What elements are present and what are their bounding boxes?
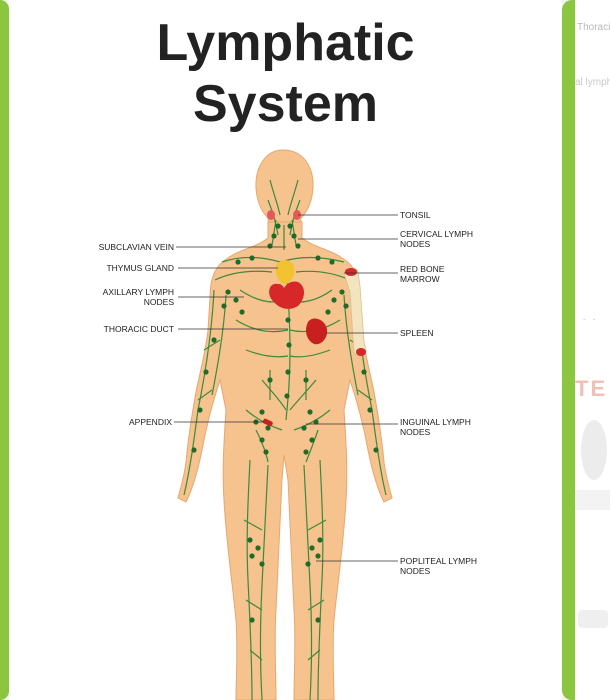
appendix [262,418,273,427]
label-inguinal-line1: INGUINAL LYMPH [400,417,471,427]
next-card-image [578,610,608,628]
heart [269,281,304,309]
bone-marrow-head-bottom [356,348,366,356]
label-inguinal-line2: NODES [400,427,431,437]
next-card-text: - - [583,314,598,324]
label-axillary-line1: AXILLARY LYMPH [103,287,174,297]
right-accent-strip [562,0,575,700]
thymus-gland [275,260,295,284]
label-tonsil: TONSIL [400,210,431,220]
bone-marrow-head-top [345,268,357,276]
next-card-text: al lymph [575,77,610,88]
lymph-nodes [191,223,379,623]
next-card-image [581,420,607,480]
label-spleen: SPLEEN [400,328,434,338]
label-cervical-line2: NODES [400,239,431,249]
right-labels: TONSIL CERVICAL LYMPH NODES RED BONE MAR… [400,210,477,576]
label-thymus-gland: THYMUS GLAND [106,263,174,273]
left-accent-strip [0,0,9,700]
tonsil-right [293,210,301,220]
next-card-text: Thoracic [577,22,610,33]
label-subclavian-vein: SUBCLAVIAN VEIN [99,242,174,252]
label-appendix: APPENDIX [129,417,172,427]
left-labels: SUBCLAVIAN VEIN THYMUS GLAND AXILLARY LY… [99,242,175,427]
body-silhouette [177,149,393,700]
title-line-1: Lymphatic [156,14,415,72]
organs [262,210,367,427]
leader-lines [174,214,398,562]
label-red-bone-line2: MARROW [400,274,440,284]
next-card-preview[interactable]: Thoracic al lymph - - TE [575,0,610,700]
next-card-image [575,490,610,510]
tonsil-left [267,210,275,220]
spleen [306,318,328,345]
label-cervical-line1: CERVICAL LYMPH [400,229,473,239]
label-red-bone-line1: RED BONE [400,264,445,274]
next-card-heading: TE [575,376,608,401]
title-line-2: System [193,75,378,133]
label-axillary-line2: NODES [144,297,175,307]
label-popliteal-line2: NODES [400,566,431,576]
label-popliteal-line1: POPLITEAL LYMPH [400,556,477,566]
label-thoracic-duct: THORACIC DUCT [104,324,174,334]
